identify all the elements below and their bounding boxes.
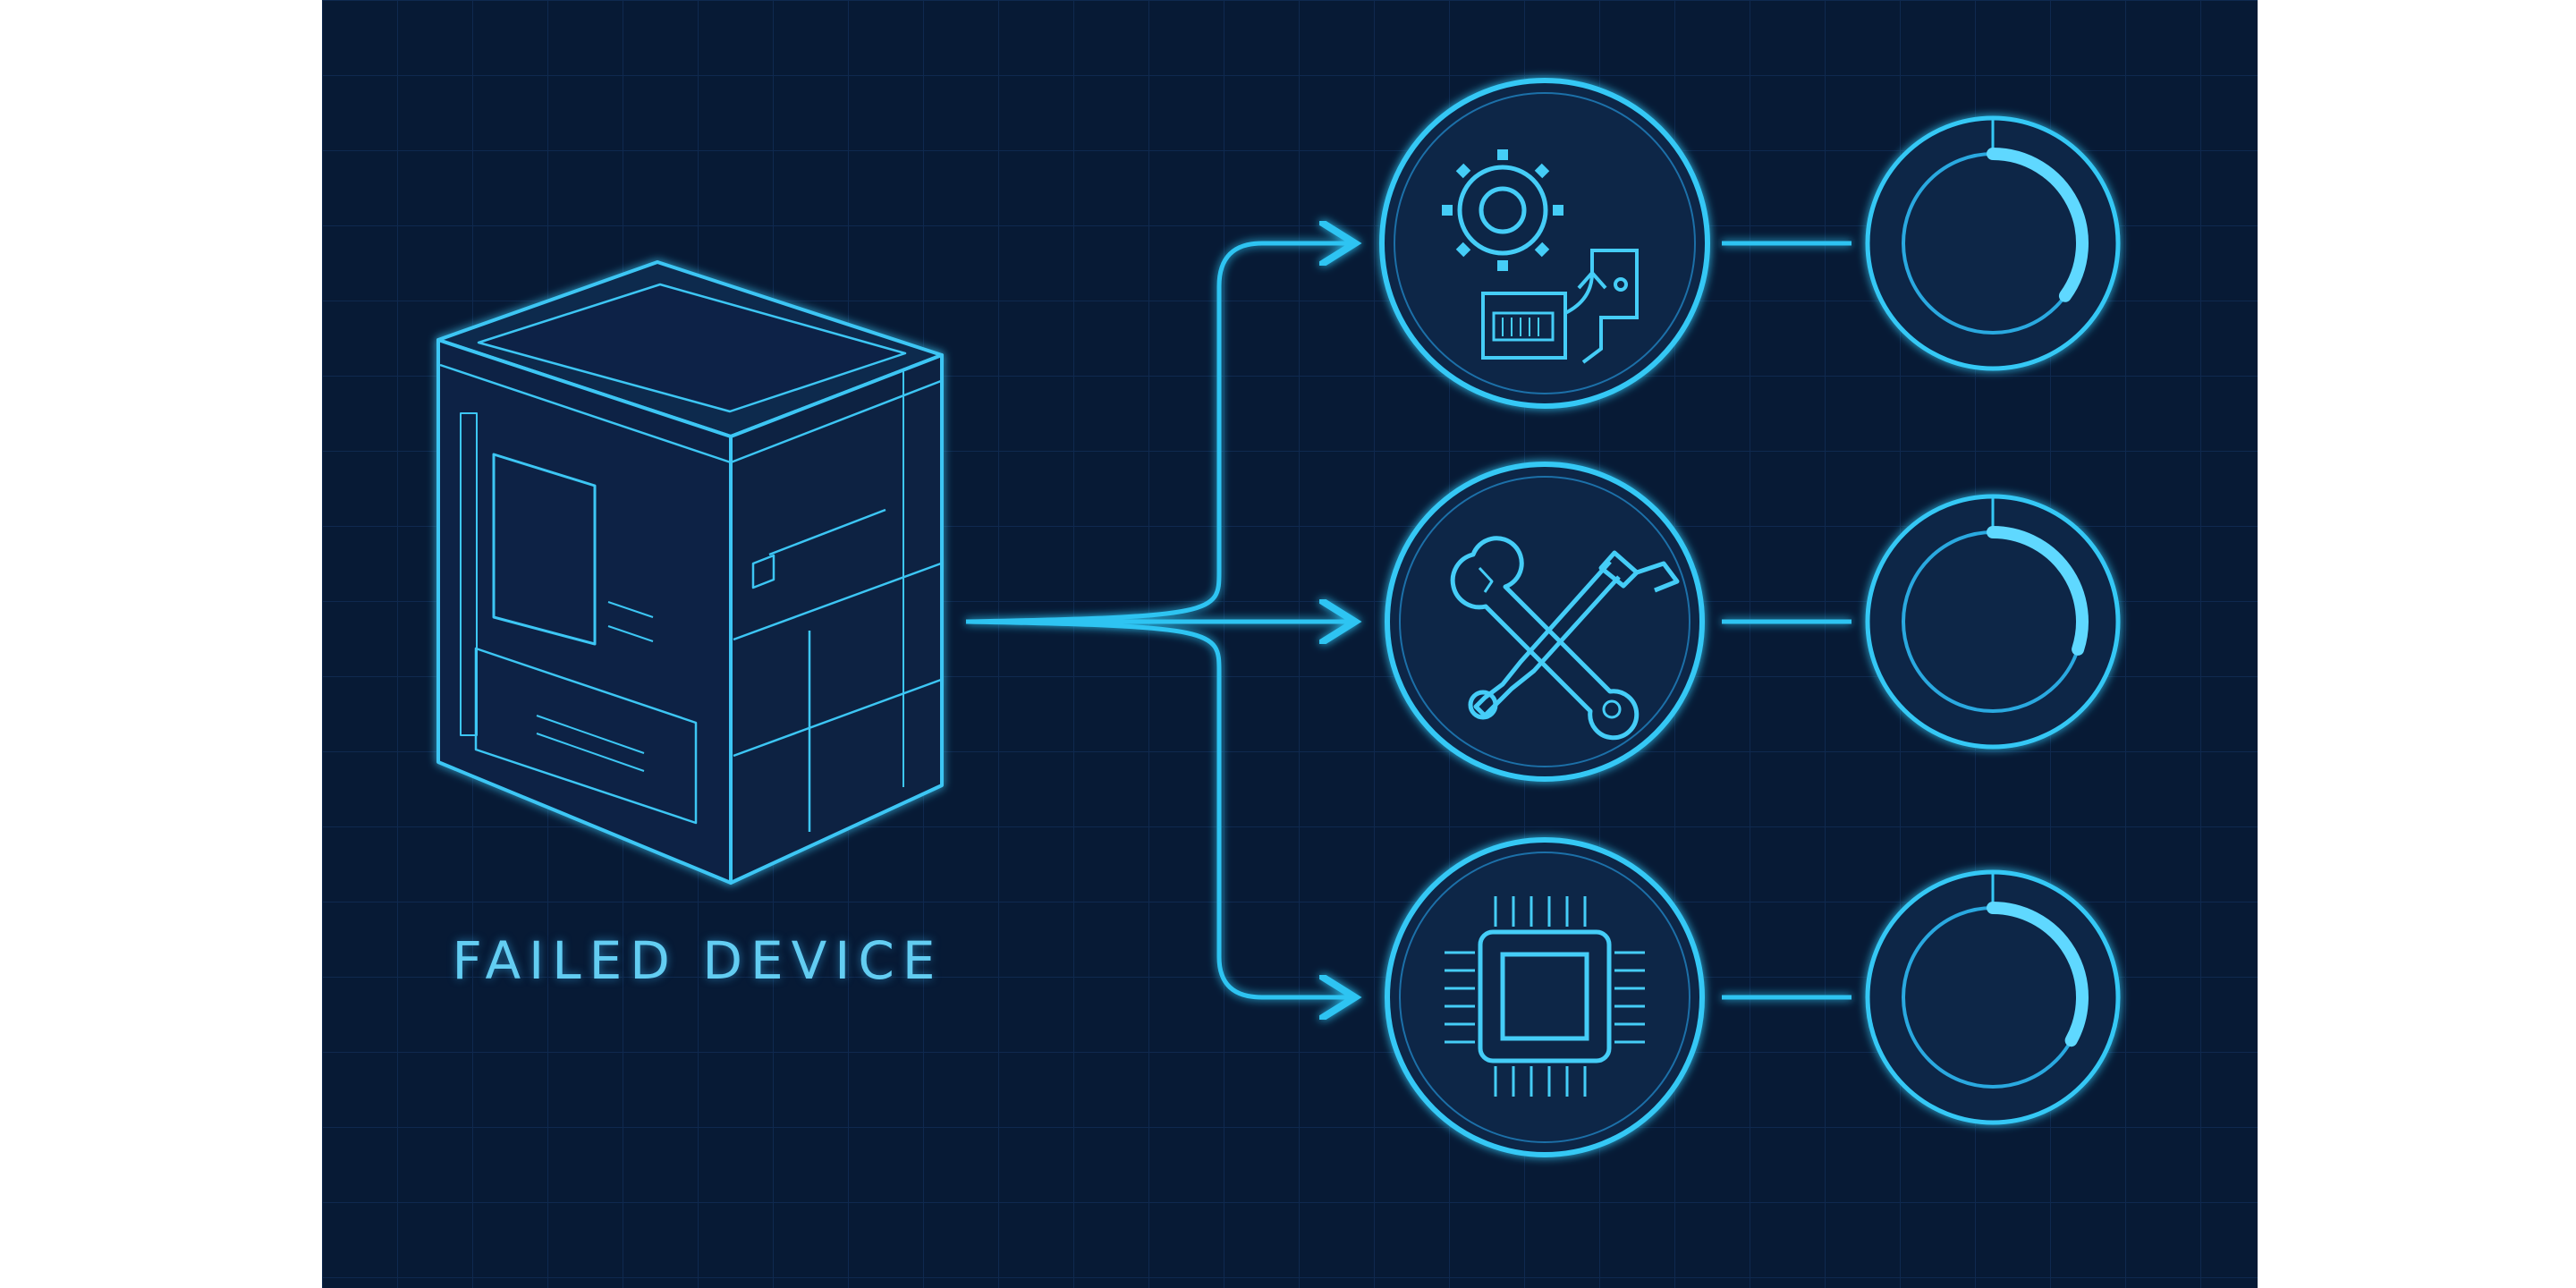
progress-ring-3 [1865,869,2121,1125]
progress-ring-1 [1865,115,2121,371]
failed-device-icon [436,260,944,885]
microchip-icon [1445,896,1645,1097]
screwdriver-icon [1468,550,1680,720]
connector-to-repair-1 [965,243,1351,624]
repair-node-3 [1385,837,1705,1157]
connector-to-repair-3 [965,619,1351,997]
gear-icon [1442,149,1563,271]
progress-rings [1865,115,2121,1125]
diagram-canvas: FAILED DEVICE [322,0,2258,1288]
repair-node-2 [1385,462,1705,782]
flow-connectors [965,243,1351,997]
progress-arc [1987,148,2089,302]
ring-connectors [1722,241,1852,1000]
progress-arc [1987,526,2089,656]
progress-ring-2 [1865,494,2121,750]
wrench-icon [1450,536,1640,741]
component-icon [1481,249,1639,364]
progress-arc [1987,902,2089,1047]
repair-node-1 [1379,78,1710,409]
diagram-svg [322,0,2258,1288]
device-label: FAILED DEVICE [452,930,944,991]
